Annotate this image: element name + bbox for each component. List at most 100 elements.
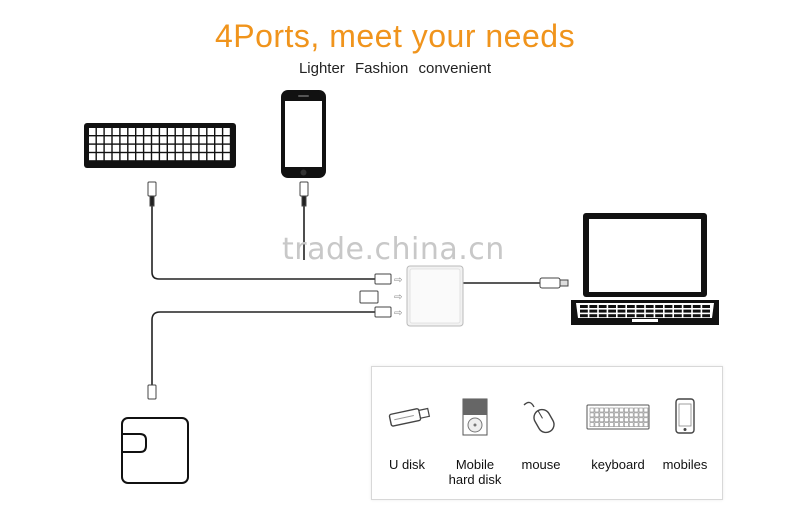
key <box>96 128 104 135</box>
usb-drive-icon <box>388 407 431 427</box>
key <box>199 153 207 161</box>
key <box>623 422 629 428</box>
cables <box>151 205 540 385</box>
key <box>96 136 104 144</box>
key <box>223 144 230 152</box>
key <box>643 417 649 423</box>
legend-label: mobiles <box>662 457 708 472</box>
key <box>594 407 600 413</box>
key <box>589 309 598 313</box>
key <box>599 412 605 418</box>
key <box>128 153 135 161</box>
key <box>191 136 199 144</box>
key <box>619 422 624 428</box>
key <box>112 128 120 135</box>
key <box>683 314 692 318</box>
key <box>183 136 191 144</box>
key <box>191 144 199 152</box>
key <box>589 422 595 428</box>
key <box>619 417 624 423</box>
usb-c-hub <box>406 265 464 327</box>
key <box>136 144 143 152</box>
key <box>633 407 639 413</box>
key <box>674 309 682 313</box>
key <box>128 136 135 144</box>
key <box>199 136 207 144</box>
key <box>604 412 610 418</box>
key <box>645 305 654 308</box>
key <box>580 305 588 308</box>
key <box>604 417 610 423</box>
key <box>136 136 143 144</box>
key <box>609 417 614 423</box>
key <box>589 407 595 413</box>
key <box>638 417 644 423</box>
legend-item-mouse: mouse <box>512 367 570 499</box>
key <box>664 314 673 318</box>
key <box>609 422 614 428</box>
key <box>633 417 639 423</box>
port-arrows: ⇨ ⇨ ⇨ <box>394 275 402 319</box>
key <box>160 136 167 144</box>
key <box>89 128 96 135</box>
key <box>112 144 120 152</box>
key <box>594 422 600 428</box>
key <box>633 422 639 428</box>
key <box>215 153 222 161</box>
key <box>168 153 175 161</box>
key <box>589 412 595 418</box>
key <box>638 422 644 428</box>
key <box>617 305 626 308</box>
key <box>215 128 222 135</box>
cable-connectors <box>147 181 569 400</box>
key <box>160 128 167 135</box>
key <box>152 136 159 144</box>
key <box>645 309 654 313</box>
key <box>175 136 183 144</box>
key <box>614 412 619 418</box>
key <box>160 144 167 152</box>
key <box>223 128 230 135</box>
key <box>104 136 112 144</box>
key <box>589 417 595 423</box>
keyboard-icon <box>586 404 650 430</box>
keyboard-illustration <box>84 123 236 168</box>
key <box>120 144 128 152</box>
key <box>120 153 128 161</box>
key <box>589 314 598 318</box>
key <box>702 309 710 313</box>
key <box>609 412 614 418</box>
page-subtitle: Lighter Fashion convenient <box>298 60 492 77</box>
key <box>104 128 112 135</box>
key <box>617 314 626 318</box>
key <box>633 412 639 418</box>
key <box>655 305 663 308</box>
key <box>175 153 183 161</box>
key <box>207 144 214 152</box>
key <box>152 128 159 135</box>
key <box>614 417 619 423</box>
key <box>683 309 692 313</box>
key <box>136 153 143 161</box>
phone-illustration <box>281 90 326 178</box>
watermark-text: trade.china.cn <box>282 232 505 267</box>
key <box>664 305 673 308</box>
key <box>628 422 634 428</box>
hard-disk-icon <box>462 398 488 436</box>
mouse-icon <box>523 401 555 434</box>
legend-item-keyboard: keyboard <box>582 367 654 499</box>
key <box>207 128 214 135</box>
key <box>636 309 645 313</box>
key <box>89 144 96 152</box>
key <box>120 136 128 144</box>
key <box>617 309 626 313</box>
key <box>598 314 607 318</box>
key <box>628 407 634 413</box>
key <box>598 309 607 313</box>
key <box>702 305 710 308</box>
key <box>628 412 634 418</box>
key <box>580 314 588 318</box>
key <box>627 305 635 308</box>
key <box>207 136 214 144</box>
